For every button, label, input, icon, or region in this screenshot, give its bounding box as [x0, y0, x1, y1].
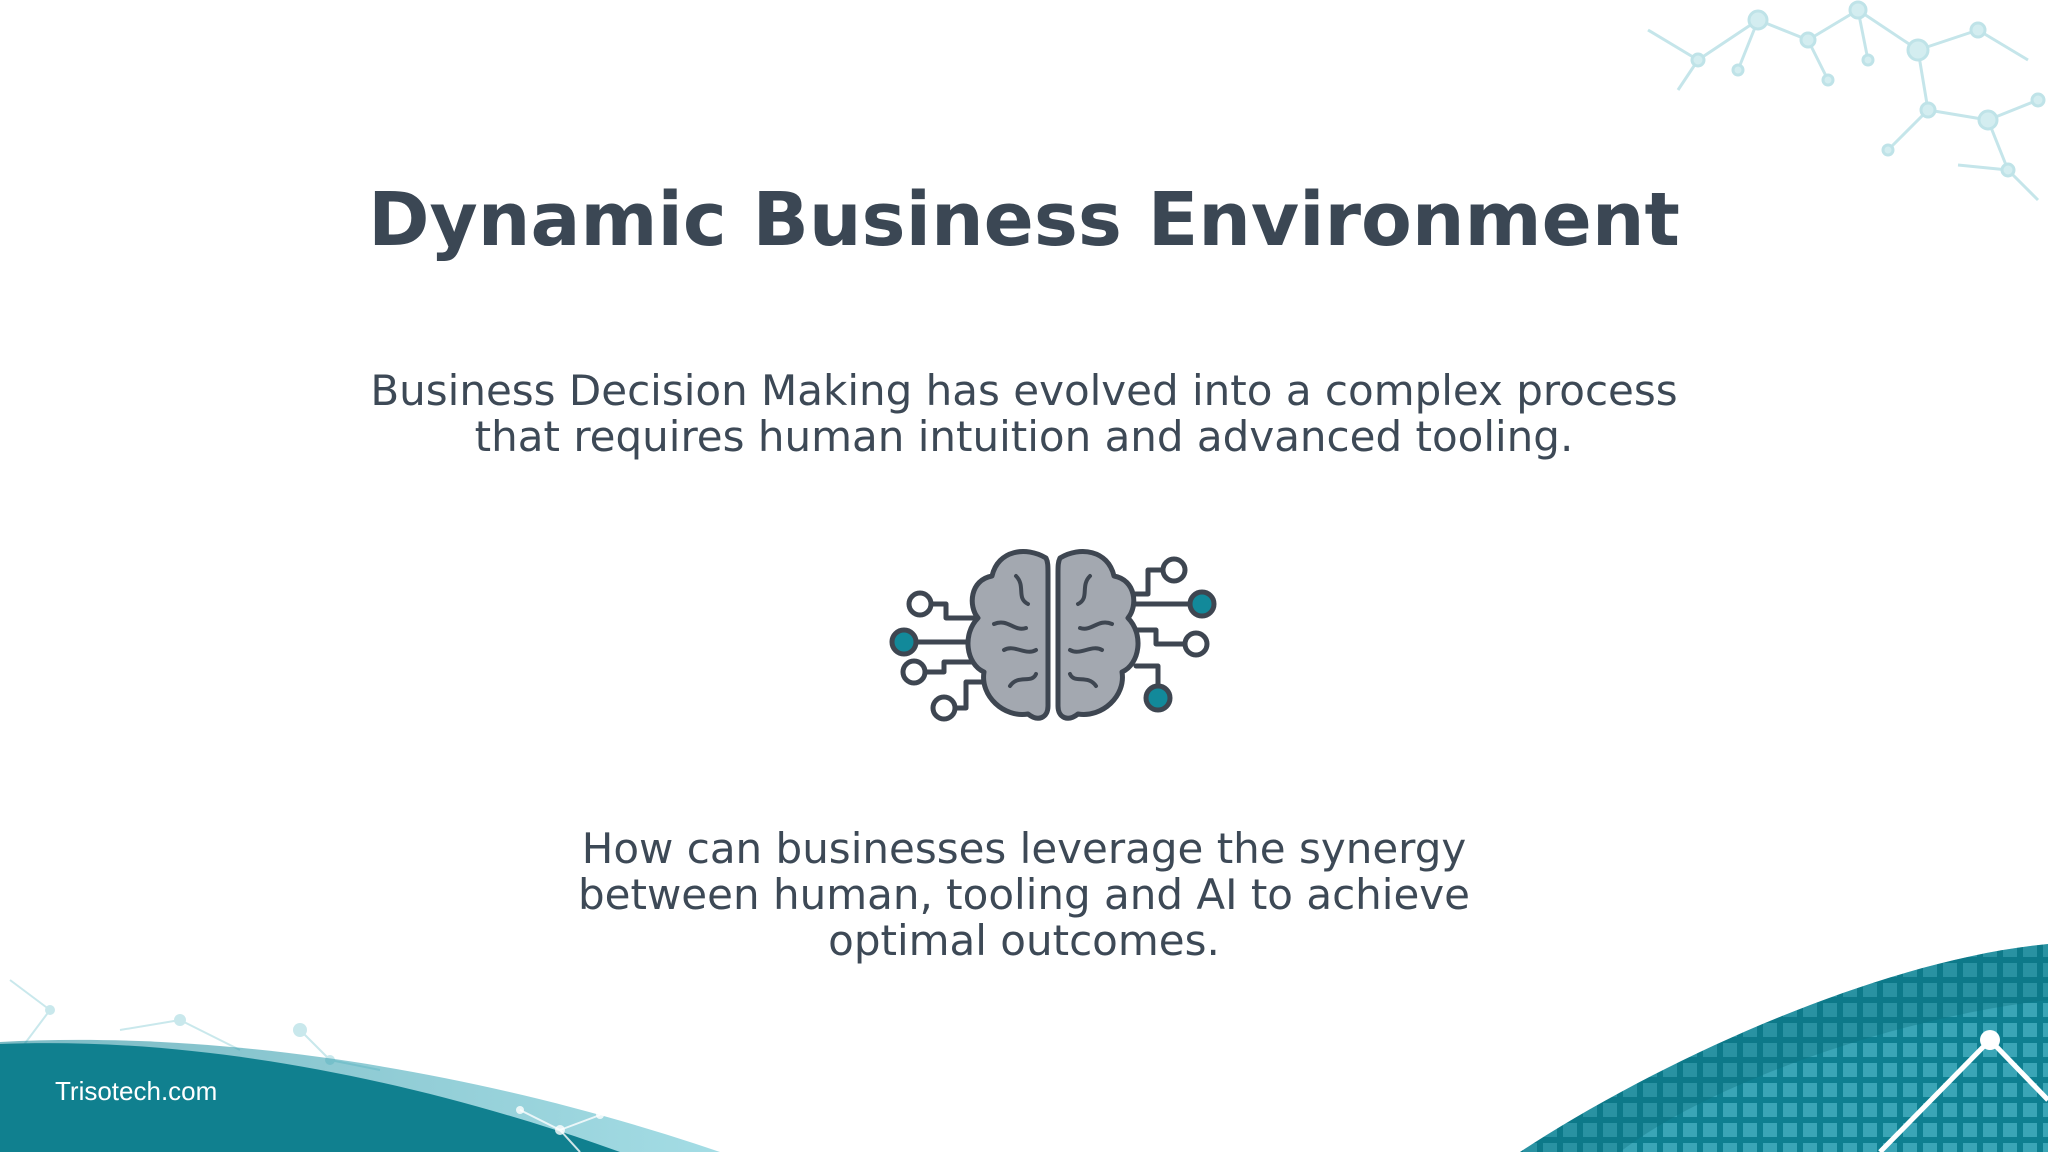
subtitle-line: Business Decision Making has evolved int…	[370, 366, 1678, 415]
question-line: between human, tooling and AI to achieve	[577, 870, 1470, 919]
page-title: Dynamic Business Environment	[368, 177, 1680, 263]
subtitle: Business Decision Making has evolved int…	[0, 368, 2048, 460]
question-line: optimal outcomes.	[828, 916, 1220, 965]
question-text: How can businesses leverage the synergy …	[524, 826, 1524, 964]
network-decoration-top-right	[1647, 0, 2046, 202]
question-line: How can businesses leverage the synergy	[581, 824, 1467, 873]
subtitle-line: that requires human intuition and advanc…	[474, 412, 1574, 461]
brain-circuit-icon	[889, 549, 1217, 722]
footer-brand-text: Trisotech.com	[55, 1076, 218, 1106]
